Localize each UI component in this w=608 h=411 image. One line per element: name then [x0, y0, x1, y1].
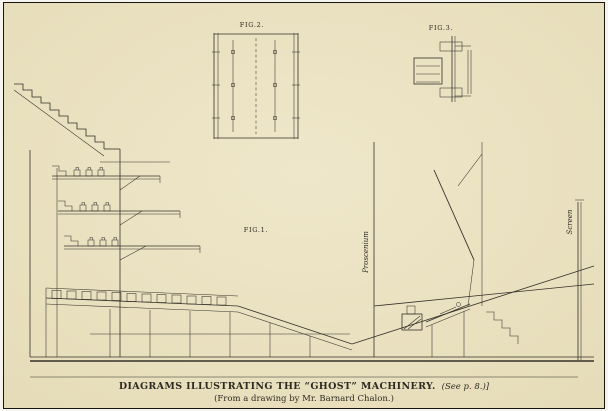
- hatch-line: [403, 315, 421, 330]
- inclined-glass-line: [433, 169, 475, 261]
- upright-brace-line: [457, 153, 483, 187]
- spectator-figure: [79, 202, 87, 212]
- screen-label: Screen: [566, 209, 574, 234]
- audience-figure: [126, 293, 137, 302]
- audience-figure: [81, 291, 92, 300]
- audience-figure: [111, 292, 122, 301]
- fig3-inset: FIG.3.: [413, 24, 472, 102]
- incline-line: [237, 305, 353, 345]
- fig3-bottom-bracket: [439, 87, 463, 98]
- bolt-mark: [273, 50, 277, 54]
- plate-frame: [3, 2, 605, 409]
- audience-figure: [156, 294, 167, 303]
- gallery-brace: [119, 210, 143, 226]
- audience-figure: [141, 293, 152, 303]
- lantern-chimney: [406, 305, 416, 315]
- gallery-steps: [52, 165, 67, 176]
- gallery-steps: [64, 235, 79, 246]
- fig3-top-bracket: [439, 41, 463, 52]
- fig1-label: FIG.1.: [244, 226, 269, 234]
- actor-head-mark: [456, 302, 461, 307]
- stalls-raked-platform: [45, 287, 353, 357]
- actor-board-underside: [425, 308, 471, 328]
- staircase-stringer-line: [13, 89, 105, 157]
- spectator-figure: [73, 167, 81, 177]
- caption-page-note: (See p. 8.)]: [442, 381, 490, 392]
- audience-figure: [66, 290, 77, 300]
- actor-board-line: [425, 303, 471, 323]
- spectator-figure: [85, 167, 93, 177]
- spectator-figure: [103, 202, 111, 212]
- gallery-steps: [58, 200, 73, 211]
- stage-floor-line: [373, 283, 595, 307]
- bolt-mark: [231, 116, 235, 120]
- audience-figure: [51, 290, 62, 299]
- spectator-figure: [91, 202, 99, 212]
- audience-figure: [186, 295, 197, 305]
- bolt-mark: [273, 116, 277, 120]
- audience-figure: [201, 296, 212, 305]
- auditorium-section: [13, 83, 201, 357]
- audience-figure: [96, 291, 107, 301]
- fig2-label: FIG.2.: [240, 21, 265, 29]
- spectator-figure: [111, 237, 119, 247]
- stalls-rail-line: [45, 287, 239, 297]
- proscenium-label: Proscenium: [362, 231, 370, 274]
- fig3-label: FIG.3.: [429, 24, 454, 32]
- stage-section: Proscenium Screen: [351, 142, 595, 360]
- bolt-mark: [273, 83, 277, 87]
- gallery-staircase: [14, 83, 105, 149]
- caption-credit: (From a drawing by Mr. Barnard Chalon.): [214, 393, 394, 404]
- reclining-actor-line: [439, 306, 457, 315]
- glass-support-line: [467, 259, 475, 307]
- spectator-figure: [99, 237, 107, 247]
- bolt-mark: [231, 50, 235, 54]
- caption-block: DIAGRAMS ILLUSTRATING THE “GHOST” MACHIN…: [30, 376, 578, 404]
- fig3-block: [413, 57, 443, 85]
- gallery-brace: [119, 245, 147, 261]
- audience-figure: [216, 296, 227, 306]
- fig2-inset: FIG.2.: [212, 21, 300, 139]
- caption-title-text: DIAGRAMS ILLUSTRATING THE “GHOST” MACHIN…: [119, 381, 436, 392]
- hatch-line: [407, 318, 422, 330]
- caption-title: DIAGRAMS ILLUSTRATING THE “GHOST” MACHIN…: [119, 381, 490, 392]
- sight-line: [351, 265, 595, 345]
- stalls-underside-line: [45, 303, 239, 313]
- incline-underside-line: [237, 311, 353, 351]
- bolt-mark: [231, 83, 235, 87]
- gallery-brace: [119, 175, 141, 191]
- understage-steps: [486, 311, 519, 344]
- audience-figure: [171, 294, 182, 304]
- spectator-figure: [87, 237, 95, 247]
- spectator-figure: [97, 167, 105, 177]
